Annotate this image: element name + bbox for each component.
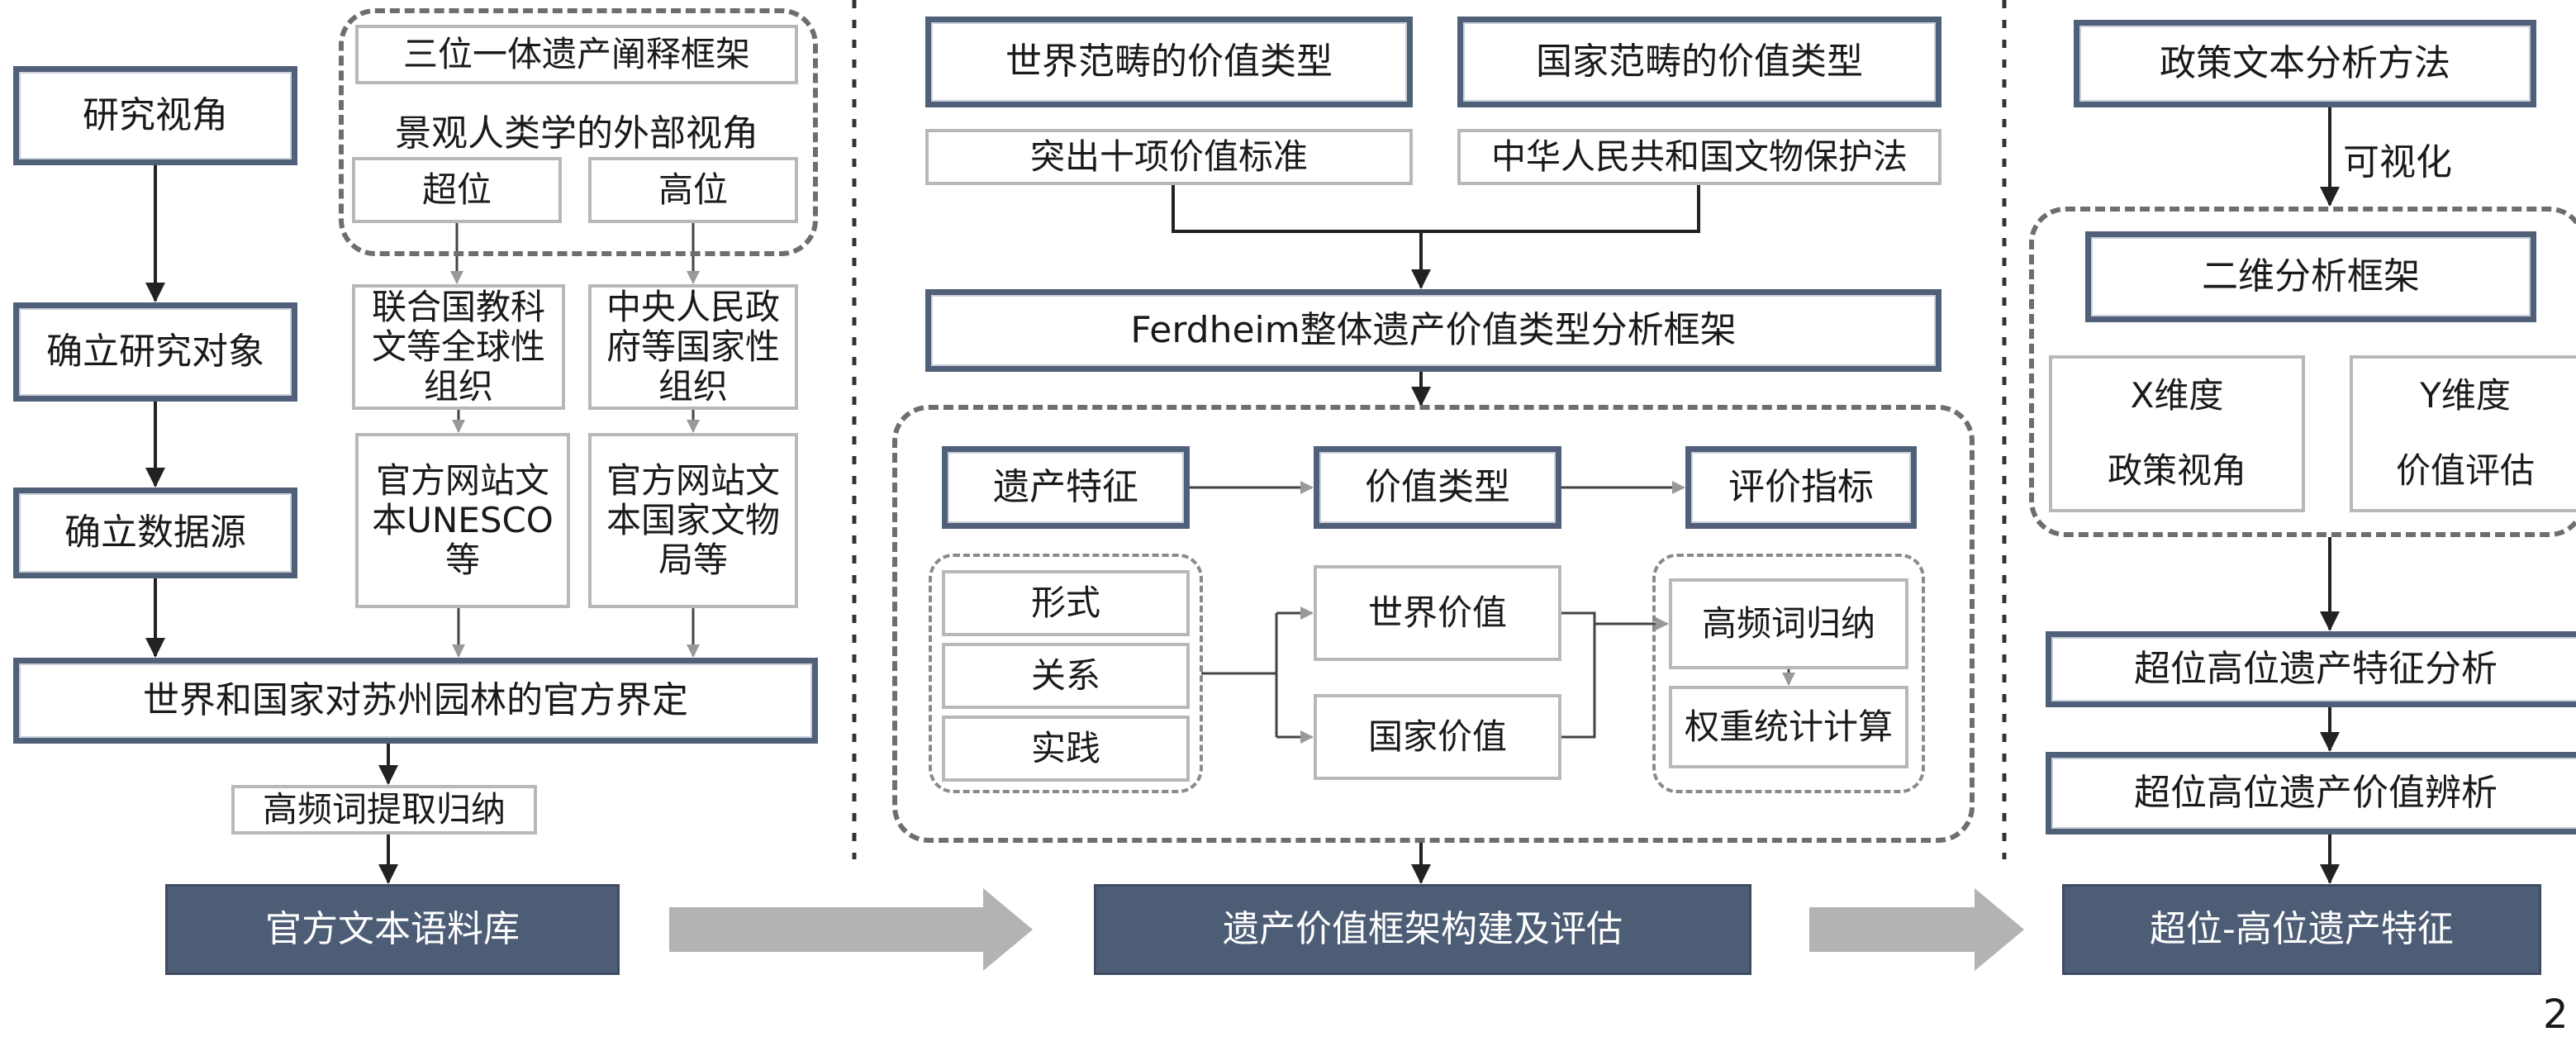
corpus-output-box: 官方文本语料库 bbox=[165, 884, 620, 975]
indicators-group bbox=[1652, 554, 1925, 793]
global-org-box: 联合国教科文等全球性组织 bbox=[352, 284, 565, 410]
weight-calc-box: 权重统计计算 bbox=[1669, 686, 1908, 768]
keyword-extract-box: 高频词提取归纳 bbox=[231, 785, 537, 835]
flow-arrow bbox=[669, 888, 1033, 971]
x-dimension-label: X维度 bbox=[2130, 375, 2224, 416]
connector bbox=[1172, 185, 1700, 233]
heritage-features-output-box: 超位-高位遗产特征 bbox=[2062, 884, 2541, 975]
y-dimension-box: Y维度 价值评估 bbox=[2350, 355, 2576, 512]
super-box: 超位 bbox=[352, 157, 562, 223]
research-object-box: 确立研究对象 bbox=[13, 302, 297, 402]
relics-law-box: 中华人民共和国文物保护法 bbox=[1457, 129, 1942, 185]
data-source-box: 确立数据源 bbox=[13, 487, 297, 578]
practice-box: 实践 bbox=[942, 716, 1190, 782]
policy-method-box: 政策文本分析方法 bbox=[2074, 20, 2536, 107]
visualize-label: 可视化 bbox=[2343, 141, 2452, 183]
official-definition-box: 世界和国家对苏州园林的官方界定 bbox=[13, 658, 818, 744]
national-type-box: 国家范畴的价值类型 bbox=[1457, 17, 1942, 107]
world-type-box: 世界范畴的价值类型 bbox=[925, 17, 1413, 107]
heritage-features-box: 遗产特征 bbox=[942, 446, 1190, 529]
feature-analysis-box: 超位高位遗产特征分析 bbox=[2046, 631, 2576, 707]
ferdheim-box: Ferdheim整体遗产价值类型分析框架 bbox=[925, 289, 1942, 372]
two-dim-group bbox=[2029, 207, 2576, 537]
form-box: 形式 bbox=[942, 570, 1190, 636]
y-dimension-label: Y维度 bbox=[2420, 375, 2511, 416]
relation-box: 关系 bbox=[942, 643, 1190, 709]
page-number: 2 bbox=[2543, 992, 2569, 1038]
x-dimension-box: X维度 政策视角 bbox=[2049, 355, 2305, 512]
value-eval-label: 价值评估 bbox=[2395, 450, 2535, 492]
unesco-site-box: 官方网站文本UNESCO等 bbox=[355, 433, 570, 608]
features-group bbox=[929, 554, 1203, 793]
national-value-box: 国家价值 bbox=[1314, 694, 1561, 780]
keyword-induction-box: 高频词归纳 bbox=[1669, 578, 1908, 669]
world-value-box: 世界价值 bbox=[1314, 565, 1561, 661]
research-perspective-box: 研究视角 bbox=[13, 66, 297, 165]
framework-group bbox=[339, 8, 818, 256]
high-box: 高位 bbox=[588, 157, 798, 223]
connector bbox=[1561, 611, 1596, 739]
value-types-box: 价值类型 bbox=[1314, 446, 1561, 529]
framework-box: 三位一体遗产阐释框架 bbox=[355, 25, 798, 84]
flow-arrow bbox=[1809, 888, 2024, 971]
external-view-label: 景观人类学的外部视角 bbox=[395, 112, 758, 155]
national-site-box: 官方网站文本国家文物局等 bbox=[588, 433, 798, 608]
ten-criteria-box: 突出十项价值标准 bbox=[925, 129, 1413, 185]
policy-view-label: 政策视角 bbox=[2107, 450, 2246, 492]
national-org-box: 中央人民政府等国家性组织 bbox=[588, 284, 798, 410]
value-analysis-box: 超位高位遗产价值辨析 bbox=[2046, 752, 2576, 835]
value-framework-output-box: 遗产价值框架构建及评估 bbox=[1094, 884, 1751, 975]
two-dim-box: 二维分析框架 bbox=[2085, 231, 2536, 322]
indicators-box: 评价指标 bbox=[1685, 446, 1917, 529]
value-framework-group bbox=[892, 405, 1975, 843]
